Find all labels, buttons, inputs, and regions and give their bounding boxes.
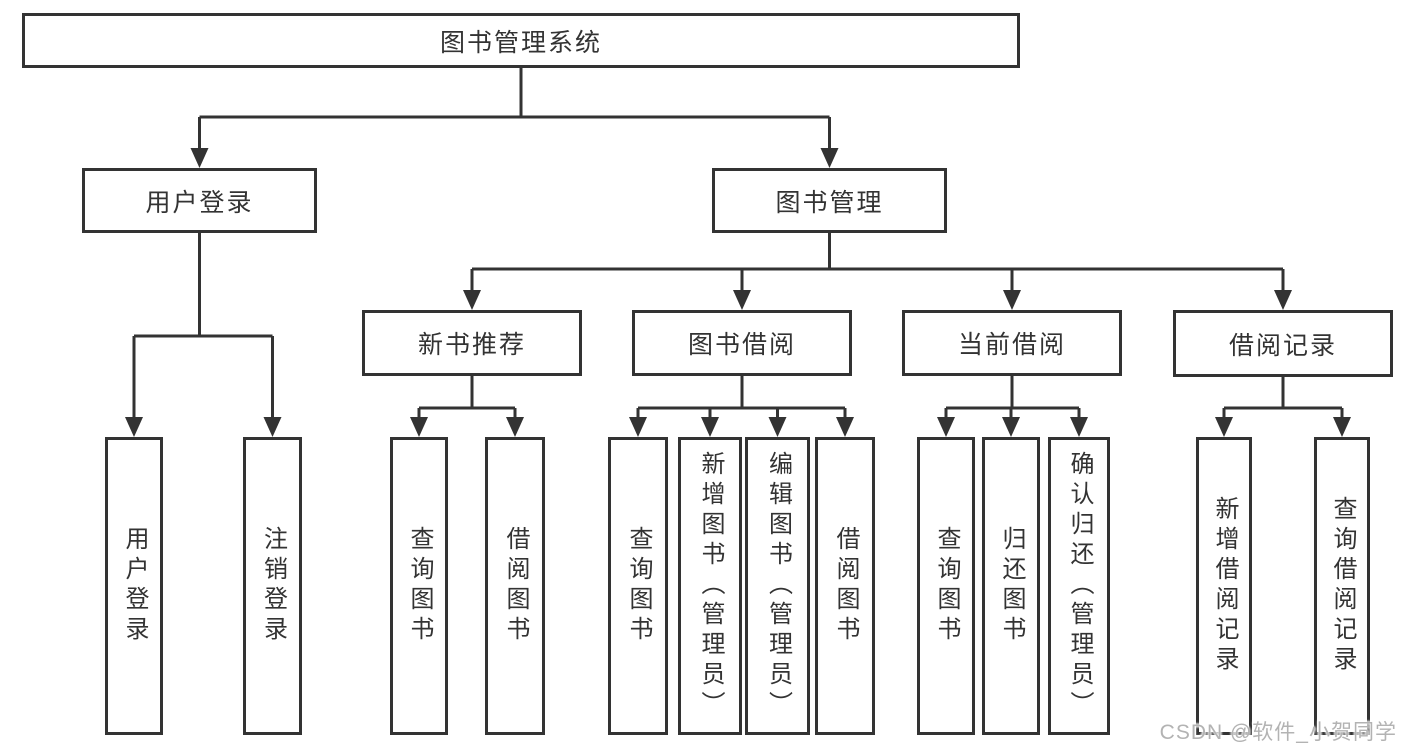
leaf-current-confirm-return-admin: 确认归还（管理员） [1048,437,1110,735]
branch-lines [944,376,1081,419]
arrowhead [1070,417,1088,437]
leaf-borrow-add-books-admin: 新增图书（管理员） [678,437,742,735]
arrowhead [410,417,428,437]
node-root-library-system: 图书管理系统 [22,13,1020,68]
arrowhead [701,417,719,437]
csdn-watermark: CSDN @软件_小贺同学 [1159,721,1397,744]
branch-lines [417,376,517,419]
leaf-newbook-query-books: 查询图书 [390,437,448,735]
node-borrow-records: 借阅记录 [1173,310,1393,377]
node-book-borrow: 图书借阅 [632,310,852,376]
arrowhead [1274,290,1292,310]
leaf-logout: 注销登录 [243,437,302,735]
arrowhead [629,417,647,437]
arrowhead [1003,290,1021,310]
arrowhead [190,148,209,168]
branch-lines [470,233,1285,292]
branch-lines [1222,376,1344,419]
arrowhead [1215,417,1233,437]
leaf-borrow-borrow-books: 借阅图书 [815,437,875,735]
connector-borrow-records-branches [1215,376,1351,437]
leaf-newbook-borrow-books: 借阅图书 [485,437,545,735]
leaf-borrow-edit-books-admin: 编辑图书（管理员） [745,437,810,735]
connector-book-borrow-branches [629,376,854,437]
connector-current-borrow-branches [937,376,1088,437]
arrowhead [506,417,524,437]
arrowhead [1002,417,1020,437]
arrowhead [463,290,481,310]
leaf-records-add-record: 新增借阅记录 [1196,437,1252,735]
node-new-book-recommend: 新书推荐 [362,310,582,376]
leaf-current-query-books: 查询图书 [917,437,975,735]
connector-user-login-branches [125,233,282,437]
branch-lines [636,376,847,419]
arrowhead [937,417,955,437]
branch-lines [198,68,831,150]
arrowhead [263,417,282,437]
connector-book-management-branches [463,233,1292,310]
arrowhead [768,417,787,437]
arrowhead [733,290,751,310]
branch-lines [132,233,274,419]
leaf-user-login: 用户登录 [105,437,163,735]
leaf-borrow-query-books: 查询图书 [608,437,668,735]
node-book-management: 图书管理 [712,168,947,233]
node-user-login: 用户登录 [82,168,317,233]
arrowhead [820,148,839,168]
leaf-current-return-books: 归还图书 [982,437,1040,735]
leaf-records-query-record: 查询借阅记录 [1314,437,1370,735]
arrowhead [836,417,854,437]
arrowhead [1333,417,1351,437]
connector-new-book-recommend-branches [410,376,524,437]
arrowhead [125,417,143,437]
node-current-borrow: 当前借阅 [902,310,1122,376]
connector-root-branches [190,68,839,168]
